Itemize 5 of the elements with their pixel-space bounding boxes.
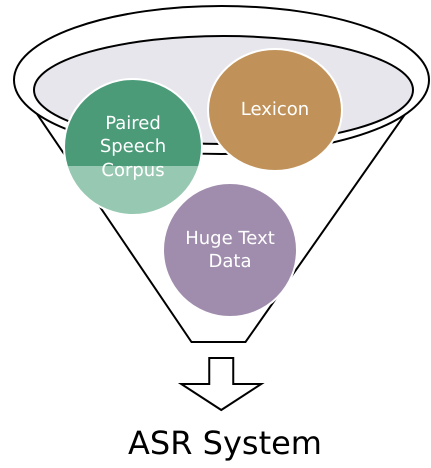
node-label: Huge Text Data bbox=[184, 226, 276, 274]
node-label: Paired Speech Corpus bbox=[98, 112, 168, 182]
output-label: ASR System bbox=[128, 424, 322, 462]
hollow-arrow bbox=[178, 357, 265, 412]
node-label: Lexicon bbox=[240, 98, 310, 122]
